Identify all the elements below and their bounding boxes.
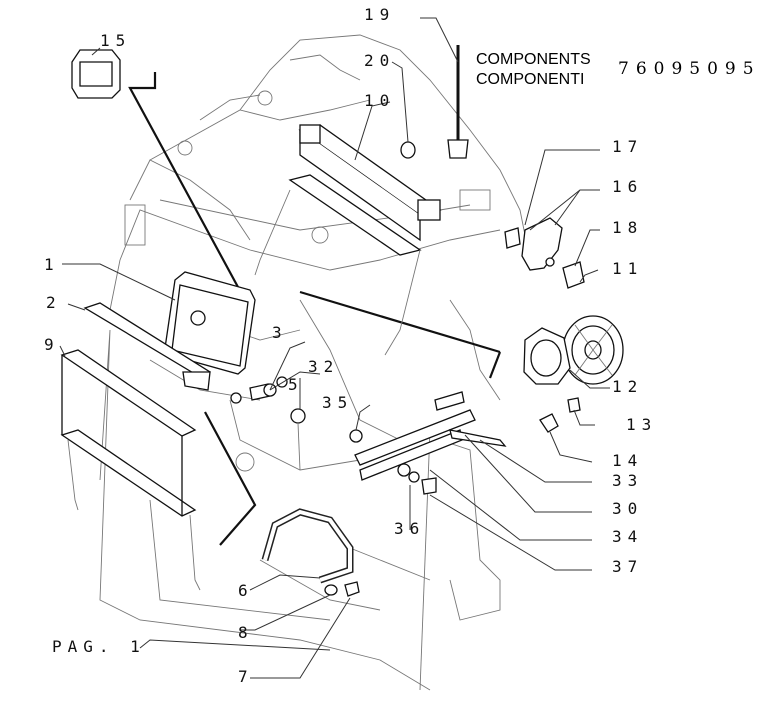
callout-34: 34	[612, 527, 643, 546]
callout-14: 14	[612, 451, 643, 470]
callout-3: 3	[272, 323, 288, 342]
callout-5: 5	[288, 375, 304, 394]
callout-20: 20	[364, 51, 395, 70]
callout-32: 32	[308, 357, 339, 376]
part-30-34-plates	[354, 391, 507, 481]
part-11-speaker	[562, 315, 624, 385]
callout-17: 17	[612, 137, 643, 156]
part-13-14-screws	[539, 397, 581, 433]
page-reference: PAG. 1	[52, 637, 146, 656]
callout-13: 13	[626, 415, 657, 434]
cab-structure-outline	[99, 34, 531, 691]
callout-1: 1	[44, 255, 60, 274]
callout-33: 33	[612, 471, 643, 490]
callout-2: 2	[46, 293, 62, 312]
part-7-8-bolt-washer	[324, 581, 360, 597]
part-10-frame	[254, 124, 442, 356]
heavy-leader-lines	[128, 72, 502, 546]
part-20-nut	[400, 141, 416, 159]
callout-19: 19	[364, 5, 395, 24]
callout-37: 37	[612, 557, 643, 576]
callout-leaders	[59, 17, 610, 679]
callout-9: 9	[44, 335, 60, 354]
part-6-pipe	[261, 508, 354, 584]
part-16-18-clamp	[504, 217, 585, 289]
callout-6: 6	[238, 581, 254, 600]
part-19-antenna	[447, 45, 469, 159]
part-9-frame	[60, 349, 201, 591]
part-12-housing	[523, 327, 571, 385]
callout-8: 8	[238, 623, 254, 642]
callout-11: 11	[612, 259, 643, 278]
part-2-bracket	[83, 302, 211, 391]
callout-12: 12	[612, 377, 643, 396]
callout-labels: 15 19 20 10 17 16 18 11 12 13 14 33 30 3…	[44, 5, 657, 686]
callout-10: 10	[364, 91, 395, 110]
callout-36: 36	[394, 519, 425, 538]
part-36-37-fasteners	[349, 429, 437, 495]
part-15-switch	[71, 49, 121, 99]
part-1-lamp	[164, 271, 256, 375]
callout-30: 30	[612, 499, 643, 518]
callout-35: 35	[322, 393, 353, 412]
header-title-it: COMPONENTI	[476, 71, 584, 88]
part-code: 76095095	[618, 59, 761, 79]
callout-15: 15	[100, 31, 131, 50]
callout-18: 18	[612, 218, 643, 237]
callout-7: 7	[238, 667, 254, 686]
callout-16: 16	[612, 177, 643, 196]
header-title-en: COMPONENTS	[476, 51, 591, 68]
